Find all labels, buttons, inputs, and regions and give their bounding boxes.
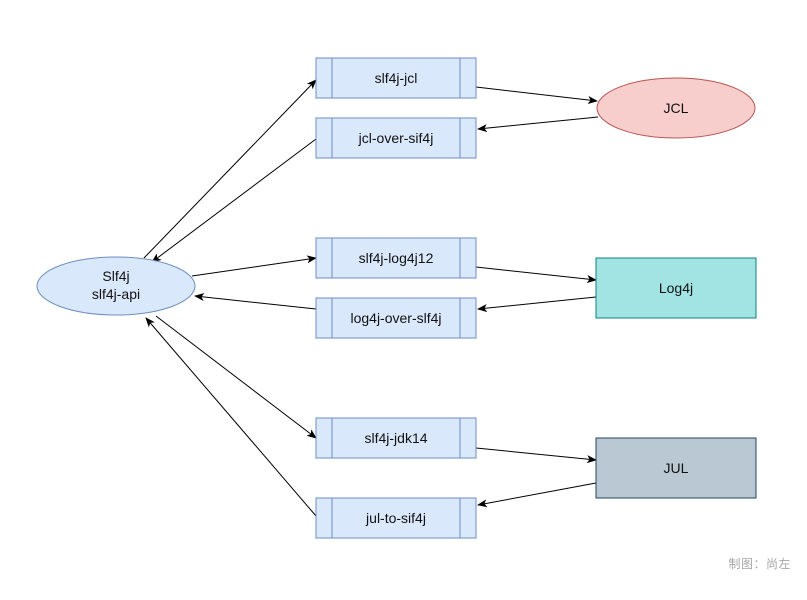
- bridge-jul-to-slf4j-label: jul-to-sif4j: [365, 510, 426, 526]
- edge-slf4j-to-slf4j-jcl: [143, 79, 317, 259]
- jcl-node: JCL: [596, 77, 756, 139]
- jcl-node-label: JCL: [664, 100, 689, 116]
- bridge-log4j-over-slf4j-label: log4j-over-slf4j: [350, 310, 441, 326]
- adapter-slf4j-log4j12: slf4j-log4j12: [315, 237, 477, 279]
- bridge-jul-to-slf4j: jul-to-sif4j: [315, 497, 477, 539]
- adapter-slf4j-jdk14: slf4j-jdk14: [315, 417, 477, 459]
- jul-node-label: JUL: [664, 460, 689, 476]
- bridge-log4j-over-slf4j: log4j-over-slf4j: [315, 297, 477, 339]
- edge-slf4j-jcl-to-jcl: [475, 86, 598, 104]
- edge-slf4j-log4j12-to-log4j: [475, 266, 597, 284]
- log4j-node-label: Log4j: [659, 280, 693, 296]
- adapter-slf4j-log4j12-label: slf4j-log4j12: [359, 250, 434, 266]
- edge-slf4j-to-slf4j-log4j12: [191, 255, 317, 277]
- edge-jcl-over-slf4j-to-slf4j: [151, 138, 317, 263]
- log4j-node: Log4j: [595, 257, 757, 319]
- jul-node: JUL: [595, 437, 757, 499]
- edge-slf4j-to-slf4j-jdk14: [155, 315, 317, 439]
- watermark: 制图：尚左: [728, 557, 791, 571]
- slf4j-node-subtitle: slf4j-api: [92, 286, 140, 302]
- edge-log4j-to-log4j-over-slf4j: [477, 296, 597, 313]
- adapter-slf4j-jcl-label: slf4j-jcl: [375, 70, 418, 86]
- bridge-jcl-over-slf4j: jcl-over-sif4j: [315, 117, 477, 159]
- edge-slf4j-jdk14-to-jul: [475, 447, 597, 464]
- slf4j-node: Slf4j slf4j-api: [36, 256, 196, 316]
- slf4j-node-title: Slf4j: [102, 268, 129, 284]
- edge-log4j-over-slf4j-to-slf4j: [194, 292, 317, 310]
- bridge-jcl-over-slf4j-label: jcl-over-sif4j: [358, 130, 434, 146]
- edge-jul-to-slf4j-to-slf4j: [145, 317, 317, 517]
- edge-jcl-to-jcl-over-slf4j: [477, 116, 599, 133]
- edges: [143, 79, 599, 517]
- adapter-slf4j-jdk14-label: slf4j-jdk14: [364, 430, 427, 446]
- edge-jul-to-jul-to-slf4j: [477, 482, 597, 508]
- adapter-slf4j-jcl: slf4j-jcl: [315, 57, 477, 99]
